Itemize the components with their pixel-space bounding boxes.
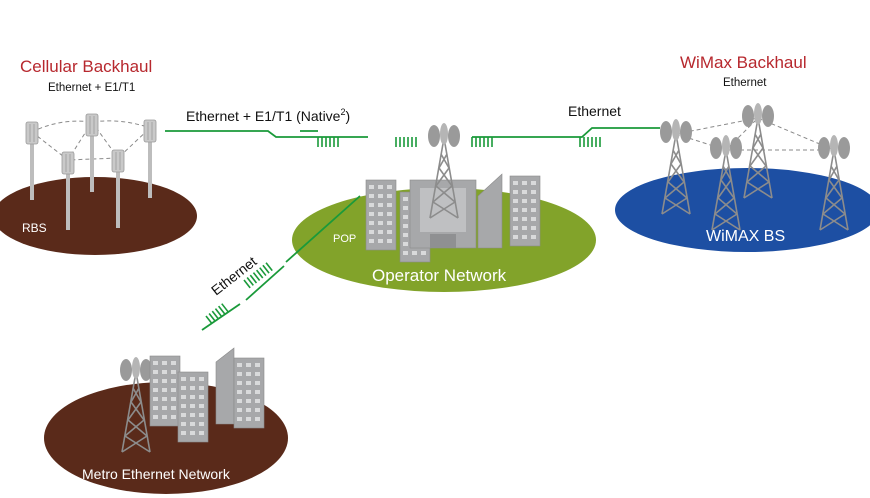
signal-comb-icon [395, 136, 417, 148]
wimax-bs-label: WiMAX BS [706, 228, 785, 245]
cellular-backhaul-group: Cellular Backhaul Ethernet + E1/T1 RBS [0, 57, 197, 255]
metro-network-label: Metro Ethernet Network [82, 466, 231, 482]
signal-comb-icon [317, 136, 339, 148]
pop-label: POP [333, 233, 356, 245]
office-building-icon [149, 355, 181, 427]
cellular-title: Cellular Backhaul [20, 57, 152, 76]
office-building-icon [177, 371, 209, 443]
metro-ethernet-group: Metro Ethernet Network [44, 347, 288, 494]
signal-comb-icon [579, 136, 601, 148]
signal-comb-icon [205, 303, 229, 325]
office-building-icon [509, 175, 541, 247]
office-building-icon [409, 179, 477, 249]
operator-network-group: POP Operator Network [292, 122, 596, 292]
wimax-backhaul-group: WiMax Backhaul Ethernet WiMAX BS [615, 53, 870, 252]
wimax-title: WiMax Backhaul [680, 53, 807, 72]
wimax-link: Ethernet [471, 103, 660, 148]
cellular-link: Ethernet + E1/T1 (Native2) [165, 107, 417, 148]
office-building-icon [215, 347, 235, 425]
wimax-subtitle: Ethernet [723, 77, 767, 89]
signal-comb-icon [243, 262, 273, 289]
office-building-icon [477, 173, 503, 249]
cellular-link-label: Ethernet + E1/T1 (Native2) [186, 107, 350, 124]
metro-link-label: Ethernet [208, 253, 260, 298]
office-building-icon [233, 357, 265, 429]
rbs-label: RBS [22, 221, 47, 235]
office-building-icon [365, 179, 397, 251]
wimax-network-ellipse [615, 168, 870, 252]
wimax-link-label: Ethernet [568, 103, 621, 119]
cellular-subtitle: Ethernet + E1/T1 [48, 82, 135, 94]
operator-network-label: Operator Network [372, 266, 507, 285]
signal-comb-icon [471, 136, 493, 148]
cellular-network-ellipse [0, 177, 197, 255]
